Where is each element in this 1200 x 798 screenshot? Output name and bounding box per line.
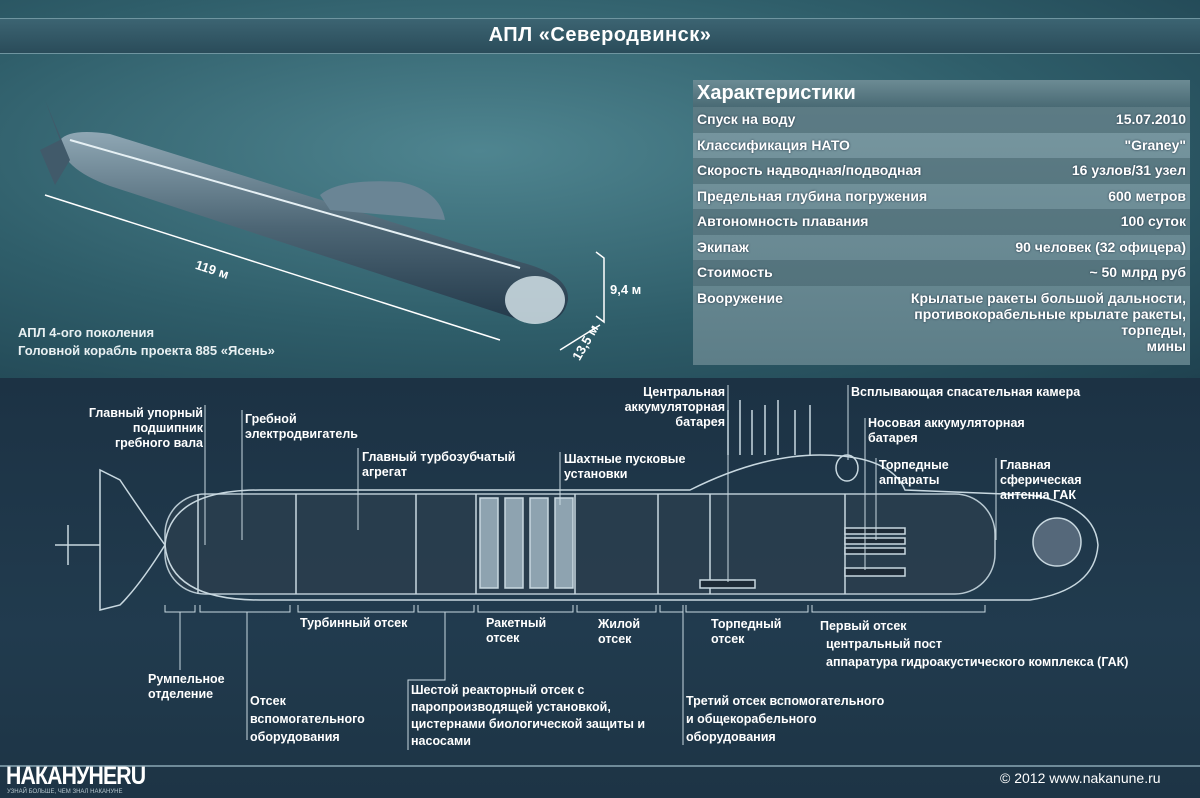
spec-row: Скорость надводная/подводная 16 узлов/31 …: [693, 158, 1190, 184]
spec-row: Спуск на воду 15.07.2010: [693, 107, 1190, 133]
spec-row: Стоимость ~ 50 млрд руб: [693, 260, 1190, 286]
spec-label: Предельная глубина погружения: [697, 187, 928, 204]
spec-row: Классификация НАТО "Graney": [693, 133, 1190, 159]
spec-value: 600 метров: [1108, 187, 1186, 204]
project-note: Головной корабль проекта 885 «Ясень»: [18, 343, 275, 358]
spec-label: Стоимость: [697, 264, 773, 280]
generation-note: АПЛ 4-ого поколения: [18, 325, 155, 340]
spec-label: Классификация НАТО: [697, 136, 850, 153]
spec-row: Автономность плавания 100 суток: [693, 209, 1190, 235]
spec-row-armament: Вооружение Крылатые ракеты большой дальн…: [693, 286, 1190, 354]
height-dimension-line: [595, 251, 605, 324]
page-title: АПЛ «Северодвинск»: [488, 24, 712, 46]
spec-label: Вооружение: [697, 289, 783, 306]
stern: [55, 468, 166, 611]
submarine-3d-illustration: [40, 100, 605, 351]
masts: [727, 400, 811, 455]
torpedo-tubes: [844, 527, 906, 577]
spec-value: 16 узлов/31 узел: [1071, 162, 1186, 178]
bow-dome: [505, 276, 565, 324]
leader-lines: [164, 385, 997, 750]
height-label: 9,4 м: [610, 282, 642, 297]
tail-fin: [40, 100, 70, 185]
spec-label: Автономность плавания: [697, 213, 869, 229]
spec-value: ~ 50 млрд руб: [1089, 264, 1186, 280]
rescue-chamber: [835, 454, 859, 482]
logo-slogan: УЗНАЙ БОЛЬШЕ, ЧЕМ ЗНАЛ НАКАНУНЕ: [7, 789, 123, 795]
submarine-hull: [60, 132, 569, 323]
missile-silos: [479, 497, 574, 589]
spec-value: Крылатые ракеты большой дальности,против…: [910, 289, 1186, 354]
nakanune-logo: НАКАНУНЕRU: [6, 762, 146, 790]
copyright: © 2012 www.nakanune.ru: [1000, 770, 1161, 786]
compartment-bulkheads: [197, 494, 846, 594]
spec-row: Экипаж 90 человек (32 офицера): [693, 235, 1190, 261]
label-turbine-compartment: Турбинный отсек: [300, 616, 408, 630]
label-rescue-chamber: Всплывающая спасательная камера: [851, 385, 1081, 399]
spec-value: 90 человек (32 офицера): [1015, 238, 1186, 255]
spec-label: Спуск на воду: [697, 111, 796, 127]
length-dimension-line: [44, 194, 501, 341]
width-dimension-line: [559, 324, 601, 351]
spec-row: Предельная глубина погружения 600 метров: [693, 184, 1190, 210]
specs-table: Характеристики Спуск на воду 15.07.2010 К…: [693, 80, 1190, 365]
sonar-sphere: [1032, 517, 1082, 567]
title-bar: [0, 18, 1200, 54]
spec-label: Экипаж: [697, 238, 749, 255]
hull-stripe: [69, 139, 521, 269]
spec-value: "Graney": [1124, 136, 1186, 153]
spec-value: 15.07.2010: [1115, 111, 1186, 127]
footer-divider: [0, 765, 1200, 767]
submarine-sail: [320, 181, 445, 220]
spec-value: 100 суток: [1120, 213, 1186, 229]
specs-header: Характеристики: [693, 80, 1190, 107]
outer-hull: [164, 454, 1099, 601]
spec-label: Скорость надводная/подводная: [697, 162, 922, 178]
